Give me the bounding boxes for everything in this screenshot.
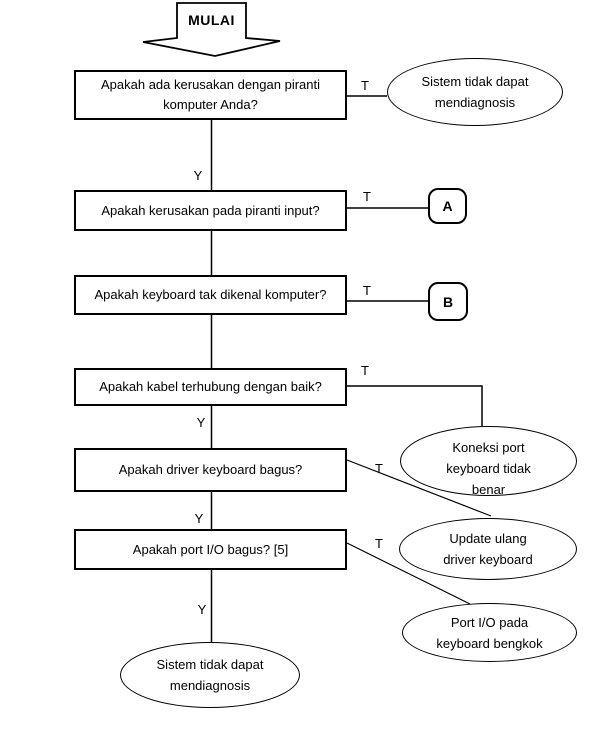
reference-b-label: B [442,293,454,310]
branch-label-text: T [363,282,371,298]
terminal-text: mendiagnosis [434,95,516,110]
decision-text: Apakah driver keyboard bagus? [118,462,303,477]
decision-port-io: Apakah port I/O bagus? [5] [74,529,347,570]
decision-text: Apakah kabel terhubung dengan baik? [99,379,322,394]
terminal-text: Update ulang [449,531,527,546]
branch-label-t3: T [360,282,374,298]
decision-driver-keyboard: Apakah driver keyboard bagus? [74,448,347,492]
branch-label-t2: T [360,188,374,204]
reference-a-label: A [442,198,453,214]
branch-label-text: T [361,77,369,93]
branch-label-t5: T [372,460,386,476]
branch-label-text: T [363,188,371,204]
decision-piranti-input: Apakah kerusakan pada piranti input? [74,190,347,231]
decision-kabel-terhubung: Apakah kabel terhubung dengan baik? [74,368,347,406]
terminal-text: Koneksi port [452,440,525,455]
decision-kerusakan-piranti: Apakah ada kerusakan dengan piranti komp… [74,70,347,120]
terminal-text: driver keyboard [443,552,533,567]
decision-text: Apakah kerusakan pada piranti input? [101,202,320,218]
branch-label-text: Y [196,414,206,430]
branch-label-t1: T [358,77,372,93]
branch-label-y1: Y [191,167,205,183]
branch-label-t4: T [358,362,372,378]
terminal-koneksi-port: Koneksi port keyboard tidak benar [400,426,577,496]
branch-label-text: T [375,460,383,476]
terminal-text: keyboard tidak [446,461,531,476]
terminal-text: keyboard bengkok [436,635,543,651]
reference-a: A [428,188,467,224]
branch-label-text: Y [197,601,207,617]
terminal-text: Sistem tidak dapat [156,657,264,672]
decision-text: komputer Anda? [163,97,258,112]
terminal-text: Sistem tidak dapat [421,74,529,89]
decision-text: Apakah keyboard tak dikenal komputer? [94,287,327,302]
terminal-no-diagnosis-top: Sistem tidak dapat mendiagnosis [387,58,563,126]
branch-label-text: T [375,535,383,551]
branch-label-y3: Y [192,510,206,526]
connector-q4-koneksi [347,385,483,426]
branch-label-t6: T [372,535,386,551]
start-node-label: MULAI [177,3,246,36]
connector-q5-update [346,459,492,517]
terminal-update-driver: Update ulang driver keyboard [399,518,577,580]
connector-q6-port [346,542,471,605]
branch-label-text: Y [194,510,204,526]
terminal-text: benar [471,482,506,496]
branch-label-text: Y [193,167,203,183]
branch-label-y2: Y [194,414,208,430]
start-text: MULAI [188,11,235,28]
start-arrow [142,2,281,57]
branch-label-y4: Y [195,601,209,617]
terminal-port-bengkok: Port I/O pada keyboard bengkok [402,603,577,662]
terminal-no-diagnosis-bottom: Sistem tidak dapat mendiagnosis [120,642,300,708]
decision-keyboard-dikenal: Apakah keyboard tak dikenal komputer? [74,275,347,315]
decision-text: Apakah port I/O bagus? [5] [132,541,289,557]
decision-text: Apakah ada kerusakan dengan piranti [101,77,320,92]
branch-label-text: T [361,362,369,378]
terminal-text: mendiagnosis [169,678,251,693]
terminal-text: Port I/O pada [450,614,529,630]
reference-b: B [428,282,468,321]
